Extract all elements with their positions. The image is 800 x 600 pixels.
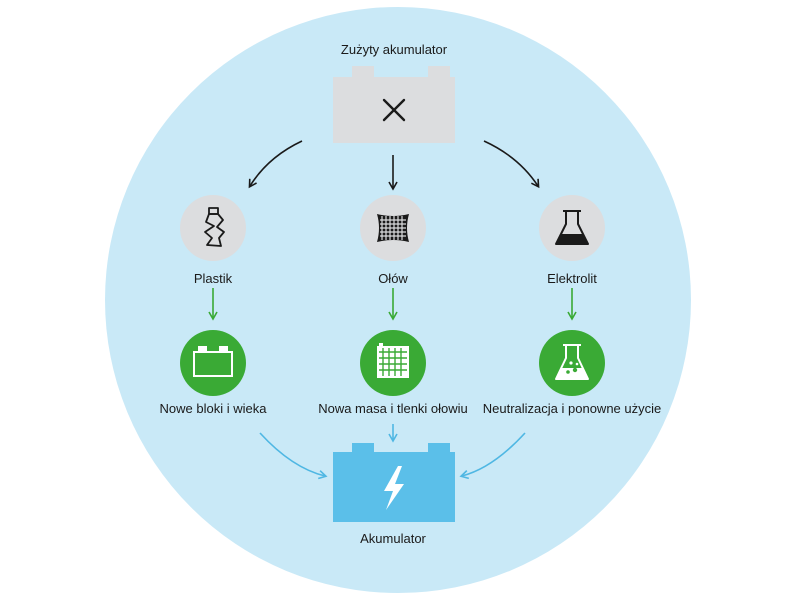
node-nowe-bloki [180, 330, 246, 396]
label-nowe-bloki: Nowe bloki i wieka [159, 401, 267, 416]
label-elektrolit: Elektrolit [547, 271, 597, 286]
arrow-to-elektrolit [483, 140, 540, 189]
node-elektrolit [539, 195, 605, 261]
label-neutralizacja: Neutralizacja i ponowne użycie [482, 401, 662, 416]
node-plastik [180, 195, 246, 261]
arrow-bloki-to-akumulator [259, 432, 328, 480]
cross-icon [382, 98, 406, 122]
arrow-neutralizacja-to-akumulator [459, 432, 526, 480]
label-plastik: Plastik [193, 271, 233, 286]
flask-icon [555, 210, 589, 245]
battery-case-icon [193, 346, 233, 377]
battery-plate-icon [377, 343, 409, 378]
lightning-bolt-icon [384, 466, 404, 510]
new-battery-icon [333, 443, 455, 522]
label-akumulator: Akumulator [360, 531, 426, 546]
label-olow: Ołów [378, 271, 408, 286]
background-circle [105, 7, 691, 593]
arrow-to-plastik [248, 140, 303, 189]
title-used-battery: Zużyty akumulator [340, 42, 448, 57]
lead-grid-icon [377, 214, 409, 242]
crushed-bottle-icon [204, 207, 225, 247]
neutralize-flask-icon [555, 344, 589, 380]
used-battery-icon [333, 66, 455, 143]
label-nowa-masa: Nowa masa i tlenki ołowiu [318, 401, 468, 416]
